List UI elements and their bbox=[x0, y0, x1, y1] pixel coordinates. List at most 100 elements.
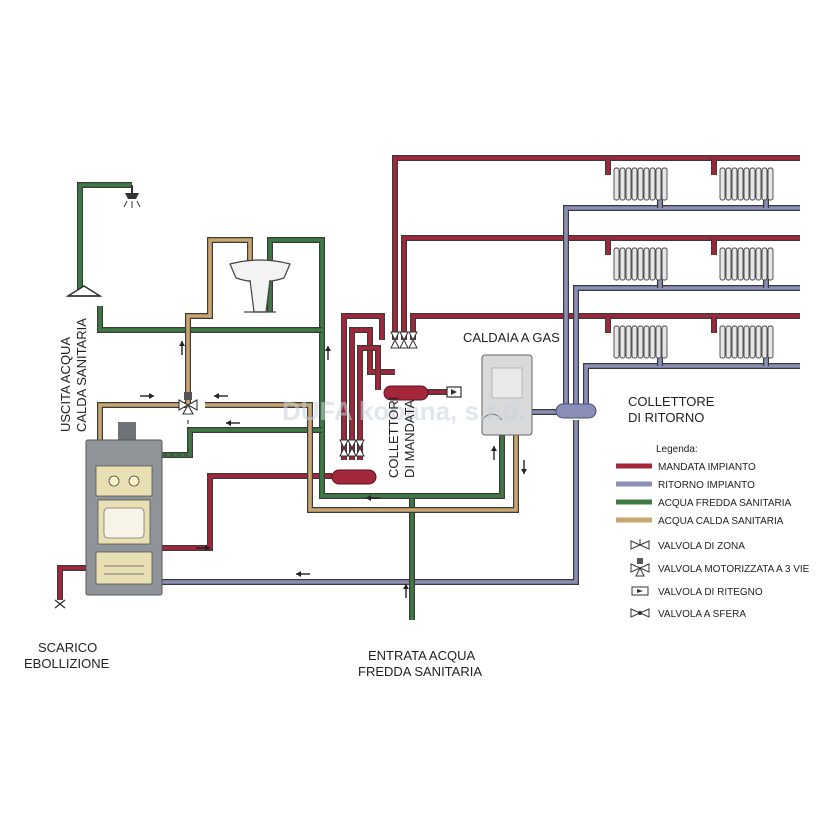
radiator-fin bbox=[761, 247, 768, 281]
radiator-fin bbox=[631, 167, 638, 201]
calda-from-stove bbox=[98, 403, 188, 440]
flow-arrow-icon bbox=[325, 346, 331, 360]
radiator-fin bbox=[613, 247, 620, 281]
radiator-fin bbox=[749, 325, 756, 359]
legend-symbol-items: VALVOLA DI ZONA VALVOLA MOTORIZZATA A 3 … bbox=[630, 539, 810, 620]
collettori-label-line2: DI MANDATA bbox=[402, 399, 417, 478]
radiator-fin bbox=[643, 167, 650, 201]
radiator-fin bbox=[719, 167, 726, 201]
zone-valve-icon bbox=[347, 439, 357, 457]
radiator-fin bbox=[619, 167, 626, 201]
flow-arrow-group bbox=[140, 341, 527, 598]
legend-label: MANDATA IMPIANTO bbox=[658, 462, 756, 473]
stove-ash-drawer bbox=[95, 551, 153, 585]
calda-from-stove bbox=[97, 402, 188, 440]
fredda-to-boiler bbox=[412, 430, 504, 498]
radiator-fin bbox=[767, 325, 774, 359]
fredda-shower-branch bbox=[98, 306, 322, 332]
flow-arrow-icon bbox=[179, 341, 185, 355]
radiator-fin bbox=[761, 325, 768, 359]
entrata-label-line2: FREDDA SANITARIA bbox=[358, 664, 482, 679]
uscita-label-line1: USCITA ACQUA bbox=[58, 337, 73, 432]
shower-mixer-icon bbox=[65, 285, 103, 297]
stove-unit bbox=[85, 422, 163, 596]
legend-symbol-label: VALVOLA DI RITEGNO bbox=[658, 587, 763, 598]
legend-symbol-label: VALVOLA DI ZONA bbox=[658, 541, 745, 552]
radiator-fin bbox=[767, 247, 774, 281]
radiator-fin bbox=[613, 325, 620, 359]
three-way-valve-icon bbox=[630, 558, 650, 577]
radiator-fin bbox=[743, 167, 750, 201]
radiator-fin bbox=[737, 325, 744, 359]
radiator-fin bbox=[731, 247, 738, 281]
scarico-label-line1: SCARICO bbox=[38, 640, 97, 655]
radiator-fin bbox=[755, 247, 762, 281]
radiator-fin bbox=[625, 167, 632, 201]
scarico-pipe bbox=[58, 566, 90, 600]
radiator-fin bbox=[661, 167, 668, 201]
radiator-fin bbox=[731, 325, 738, 359]
radiator-fin bbox=[649, 325, 656, 359]
mandata-collector-link-3 bbox=[358, 346, 380, 460]
radiator-fin bbox=[637, 167, 644, 201]
gas-boiler-unit bbox=[481, 354, 533, 436]
mandata-from-stove bbox=[160, 473, 332, 551]
radiator-fin bbox=[649, 167, 656, 201]
radiator-fin bbox=[719, 325, 726, 359]
flow-arrow-icon bbox=[403, 584, 409, 598]
caldaia-label: CALDAIA A GAS bbox=[463, 330, 560, 345]
ritorno-line-mid bbox=[574, 286, 800, 410]
three-way-valve-icon bbox=[178, 392, 198, 415]
mandata-collector-upper bbox=[383, 385, 429, 401]
zone-valve-icon bbox=[390, 331, 400, 349]
uscita-label-line2: CALDA SANITARIA bbox=[74, 318, 89, 432]
radiator-fin bbox=[637, 247, 644, 281]
fredda-to-stove bbox=[160, 427, 322, 458]
legend-symbol-label: VALVOLA MOTORIZZATA A 3 VIE bbox=[658, 564, 810, 575]
radiator-fin bbox=[743, 325, 750, 359]
radiator-icon bbox=[613, 167, 668, 201]
watermark-text: DUFA kobana, s.r.o. bbox=[282, 396, 525, 426]
collettore-ritorno-label-line1: COLLETTORE bbox=[628, 394, 715, 409]
radiator-fin bbox=[719, 247, 726, 281]
shower-head-icon bbox=[123, 185, 141, 208]
radiator-icon bbox=[613, 325, 668, 359]
flow-arrow-icon bbox=[196, 545, 210, 551]
radiator-fin bbox=[643, 247, 650, 281]
safety-valve-icon bbox=[54, 599, 66, 609]
fredda-top bbox=[77, 182, 132, 296]
ritorno-collector bbox=[555, 403, 597, 419]
flow-arrow-icon bbox=[296, 571, 310, 577]
radiator-fin bbox=[625, 247, 632, 281]
legend-line-items: MANDATA IMPIANTO RITORNO IMPIANTO ACQUA … bbox=[616, 462, 792, 527]
radiator-fin bbox=[737, 247, 744, 281]
check-valve-icon bbox=[631, 586, 649, 596]
stove-glass bbox=[103, 507, 145, 539]
mandata-from-stove bbox=[160, 474, 332, 550]
check-valve-icon bbox=[446, 386, 462, 398]
fredda-top bbox=[78, 183, 132, 296]
radiator-icon bbox=[613, 247, 668, 281]
legend-label: ACQUA CALDA SANITARIA bbox=[658, 516, 784, 527]
scarico-label-line2: EBOLLIZIONE bbox=[24, 656, 110, 671]
radiator-fin bbox=[655, 167, 662, 201]
radiator-fin bbox=[649, 247, 656, 281]
flow-arrow-icon bbox=[521, 460, 527, 474]
radiator-fin bbox=[731, 167, 738, 201]
radiator-fin bbox=[655, 247, 662, 281]
radiator-fin bbox=[749, 167, 756, 201]
stove-gauge-icon bbox=[108, 475, 120, 487]
calda-to-boiler bbox=[205, 403, 518, 512]
radiator-fin bbox=[725, 325, 732, 359]
ritorno-line-low bbox=[584, 364, 800, 410]
calda-riser bbox=[186, 238, 252, 405]
radiator-group bbox=[613, 167, 774, 359]
stove-control-panel bbox=[95, 465, 153, 497]
radiator-fin bbox=[643, 325, 650, 359]
radiator-fin bbox=[619, 247, 626, 281]
legend-title: Legenda: bbox=[656, 444, 698, 455]
radiator-fin bbox=[737, 167, 744, 201]
radiator-fin bbox=[761, 167, 768, 201]
radiator-icon bbox=[719, 167, 774, 201]
radiator-fin bbox=[655, 325, 662, 359]
